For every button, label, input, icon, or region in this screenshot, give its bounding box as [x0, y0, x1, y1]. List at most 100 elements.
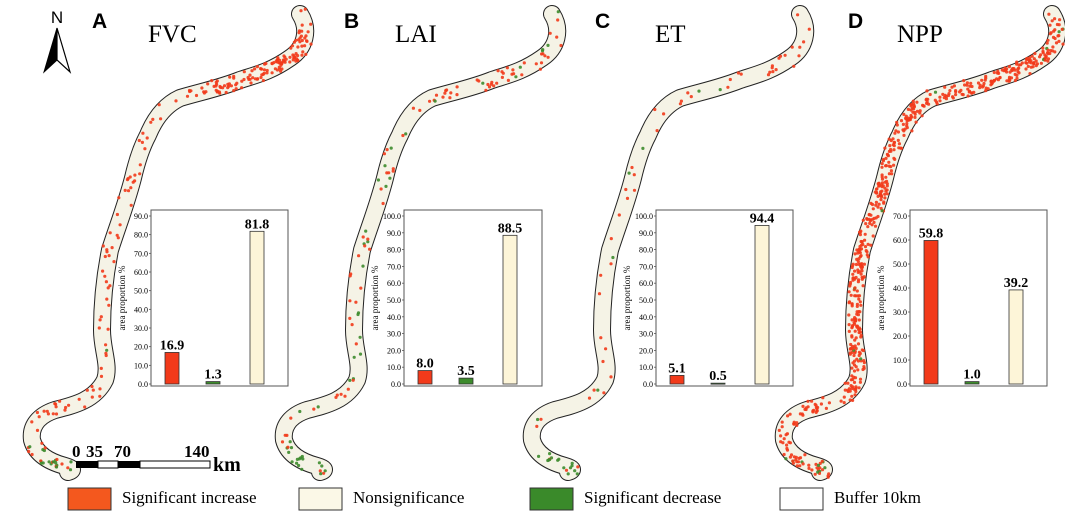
y-axis-label: area proportion % [370, 265, 380, 330]
river-buffer-map [532, 13, 811, 475]
y-tick-label: 20.0 [387, 346, 401, 355]
y-tick-label: 90.0 [639, 229, 653, 238]
bar-chart-c: 0.0 10.0 20.0 30.0 40.0 50.0 60.0 70.0 80.0 90.0 1… [622, 209, 794, 389]
panel-title: NPP [897, 21, 943, 48]
y-tick-label: 30.0 [893, 308, 907, 317]
bar-decrease [458, 377, 474, 385]
y-tick-label: 100.0 [383, 212, 401, 221]
y-tick-label: 30.0 [134, 324, 148, 333]
bar-nonsig [754, 225, 770, 385]
y-axis-label: area proportion % [876, 265, 886, 330]
y-tick-label: 0.0 [643, 380, 653, 389]
bar-value-label: 59.8 [919, 226, 944, 241]
bar-value-label: 8.0 [416, 357, 434, 372]
bar-decrease [964, 381, 980, 385]
panel-c: C ET [532, 10, 811, 476]
y-tick-label: 40.0 [639, 313, 653, 322]
y-tick-label: 80.0 [387, 246, 401, 255]
panel-title: ET [655, 21, 686, 48]
y-tick-label: 90.0 [134, 212, 148, 221]
bar-decrease [205, 381, 221, 385]
bar-chart-a: 0.010.020.030.040.050.060.070.080.090.0a… [117, 209, 289, 389]
scale-tick-70: 70 [114, 442, 131, 461]
y-tick-label: 0.0 [391, 380, 401, 389]
y-tick-label: 80.0 [134, 231, 148, 240]
panel-d: D NPP [778, 10, 1065, 479]
y-tick-label: 30.0 [639, 330, 653, 339]
y-tick-label: 30.0 [387, 330, 401, 339]
y-tick-label: 50.0 [639, 296, 653, 305]
bar-nonsig [1008, 289, 1024, 385]
y-tick-label: 50.0 [893, 260, 907, 269]
y-axis-label: area proportion % [117, 265, 127, 330]
y-axis-label: area proportion % [622, 265, 632, 330]
panel-letter: C [595, 10, 610, 33]
panel-letter: B [344, 10, 359, 33]
y-tick-label: 0.0 [138, 380, 148, 389]
bar-value-label: 16.9 [160, 338, 185, 353]
river-buffer-map [778, 13, 1065, 479]
bar-increase [923, 240, 939, 385]
y-tick-label: 40.0 [387, 313, 401, 322]
y-tick-label: 60.0 [893, 236, 907, 245]
bar-nonsig [249, 230, 265, 385]
y-tick-label: 40.0 [893, 284, 907, 293]
bar-increase [417, 370, 433, 385]
chart-frame [403, 209, 543, 387]
legend-swatch-buffer [779, 487, 824, 511]
bar-value-label: 3.5 [457, 364, 475, 379]
bar-value-label: 0.5 [709, 369, 727, 384]
y-tick-label: 90.0 [387, 229, 401, 238]
bar-value-label: 1.3 [204, 368, 222, 383]
y-tick-label: 100.0 [635, 212, 653, 221]
y-tick-label: 60.0 [387, 279, 401, 288]
panel-a: A FVC [27, 8, 313, 472]
legend-swatch-decrease [529, 487, 574, 511]
y-tick-label: 60.0 [134, 268, 148, 277]
bar-increase [669, 375, 685, 385]
y-tick-label: 70.0 [893, 212, 907, 221]
legend-swatch-nonsig [298, 487, 343, 511]
panel-title: FVC [148, 21, 197, 48]
y-tick-label: 70.0 [639, 262, 653, 271]
y-tick-label: 0.0 [897, 380, 907, 389]
bar-value-label: 88.5 [498, 221, 523, 236]
bar-value-label: 94.4 [750, 211, 775, 226]
y-tick-label: 80.0 [639, 246, 653, 255]
y-tick-label: 70.0 [134, 249, 148, 258]
north-arrow-icon [43, 27, 58, 74]
legend: Significant increase Nonsignificance Sig… [67, 487, 921, 511]
y-tick-label: 10.0 [134, 361, 148, 370]
legend-label-increase: Significant increase [122, 488, 257, 507]
y-tick-label: 20.0 [893, 332, 907, 341]
bar-nonsig [502, 234, 518, 385]
bar-value-label: 5.1 [668, 361, 686, 376]
scale-tick-140: 140 [184, 442, 210, 461]
scale-tick-0: 0 [72, 442, 81, 461]
river-buffer-map [27, 8, 313, 472]
panel-letter: D [848, 10, 863, 33]
scale-tick-35: 35 [86, 442, 103, 461]
legend-label-decrease: Significant decrease [584, 488, 721, 507]
north-arrow: N [43, 8, 72, 74]
y-tick-label: 20.0 [639, 346, 653, 355]
north-label: N [51, 8, 63, 27]
y-tick-label: 40.0 [134, 305, 148, 314]
bar-increase [164, 352, 180, 385]
y-tick-label: 10.0 [639, 363, 653, 372]
bar-value-label: 81.8 [245, 217, 270, 232]
bar-decrease [710, 382, 726, 385]
bar-value-label: 1.0 [963, 368, 981, 383]
bar-chart-b: 0.010.020.030.040.050.060.070.080.090.01… [370, 209, 543, 389]
y-tick-label: 10.0 [387, 363, 401, 372]
bar-value-label: 39.2 [1004, 276, 1029, 291]
y-tick-label: 60.0 [639, 279, 653, 288]
scale-bar: 0 35 70 140 km [72, 442, 241, 476]
legend-swatch-increase [67, 487, 112, 511]
y-tick-label: 50.0 [387, 296, 401, 305]
panel-letter: A [92, 10, 107, 33]
river-buffer-map [281, 10, 563, 475]
